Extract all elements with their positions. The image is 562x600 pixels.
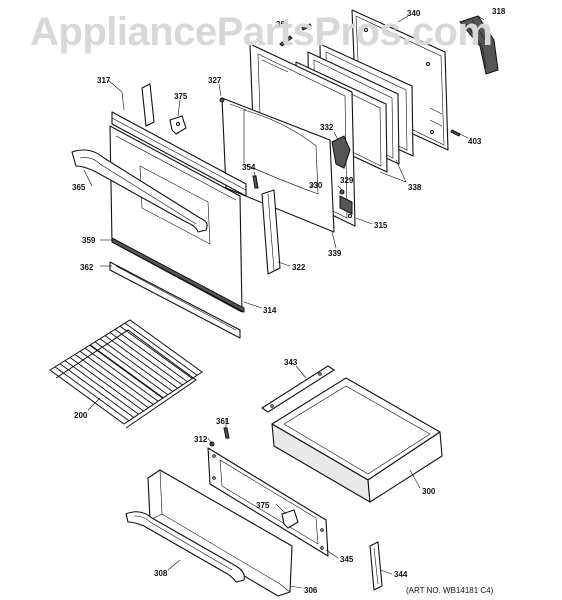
rack-wire [74,354,149,409]
rack-wire [69,357,144,412]
part-354-screw [252,175,259,189]
label-345: 345 [340,555,354,564]
label-343: 343 [284,358,298,367]
leader-lines [83,15,485,589]
rack-wire [54,366,130,422]
part-318-handle-end-cap [459,15,499,75]
part-359-door-bottom-strip [111,237,245,313]
label-359: 359 [82,236,96,245]
part-362-door-bottom-trim [109,261,241,339]
rack-wire [109,332,183,386]
part-317-door-top-trim [111,83,247,197]
part-361-screw-top [279,23,312,47]
part-361-screw-bottom [223,427,230,439]
part-375-bracket-bottom [281,509,299,529]
label-308: 308 [154,569,168,578]
label-362: 362 [80,263,94,272]
part-327-screw [219,97,225,103]
art-number: (ART NO. WB14181 C4) [406,586,494,595]
part-330-inner-door-panel [221,97,335,233]
label-375-top: 375 [174,92,188,101]
rack-wire [114,329,188,383]
label-312: 312 [194,435,208,444]
rack-wire [84,347,159,402]
label-340: 340 [407,9,421,18]
rack-wire [64,360,139,415]
part-200-oven-rack [49,319,203,429]
rack-wire [94,341,169,396]
label-365: 365 [72,183,86,192]
label-361-top: 361 [276,20,290,29]
rack-wire [99,338,174,392]
label-329: 329 [340,176,354,185]
label-327: 327 [208,76,222,85]
label-354: 354 [242,163,256,172]
label-344: 344 [394,570,408,579]
label-361-bottom: 361 [216,417,230,426]
label-322: 322 [292,263,306,272]
label-339: 339 [328,249,342,258]
label-314: 314 [263,306,277,315]
part-365-door-handle [71,149,208,233]
label-338: 338 [408,183,422,192]
label-317: 317 [97,76,111,85]
part-332-hinge [331,135,351,169]
part-number-labels: 318 340 361 327 317 375 403 332 365 354 … [72,7,506,595]
part-344-drawer-slide [369,541,383,591]
part-343-drawer-rail [261,365,335,413]
rack-wire [124,322,198,376]
part-329-clip [339,189,345,195]
rack-wire [119,325,193,379]
label-315: 315 [374,221,388,230]
rack-wire [104,335,178,389]
rack-center-bar [89,344,164,399]
label-306: 306 [304,586,318,595]
label-300: 300 [422,487,436,496]
part-375-bracket-top [169,115,187,135]
part-300-drawer-box [271,377,443,503]
label-330: 330 [309,181,323,190]
part-403-screw [450,129,461,137]
part-345-drawer-front-frame [207,447,329,557]
label-200: 200 [74,411,88,420]
label-332: 332 [320,123,334,132]
part-322-door-side-channel [261,189,281,275]
rack-wire [59,363,135,418]
label-318: 318 [492,7,506,16]
label-403: 403 [468,137,482,146]
rack-wire [79,350,154,405]
part-308-drawer-handle [125,511,245,583]
label-375-bottom: 375 [256,501,270,510]
